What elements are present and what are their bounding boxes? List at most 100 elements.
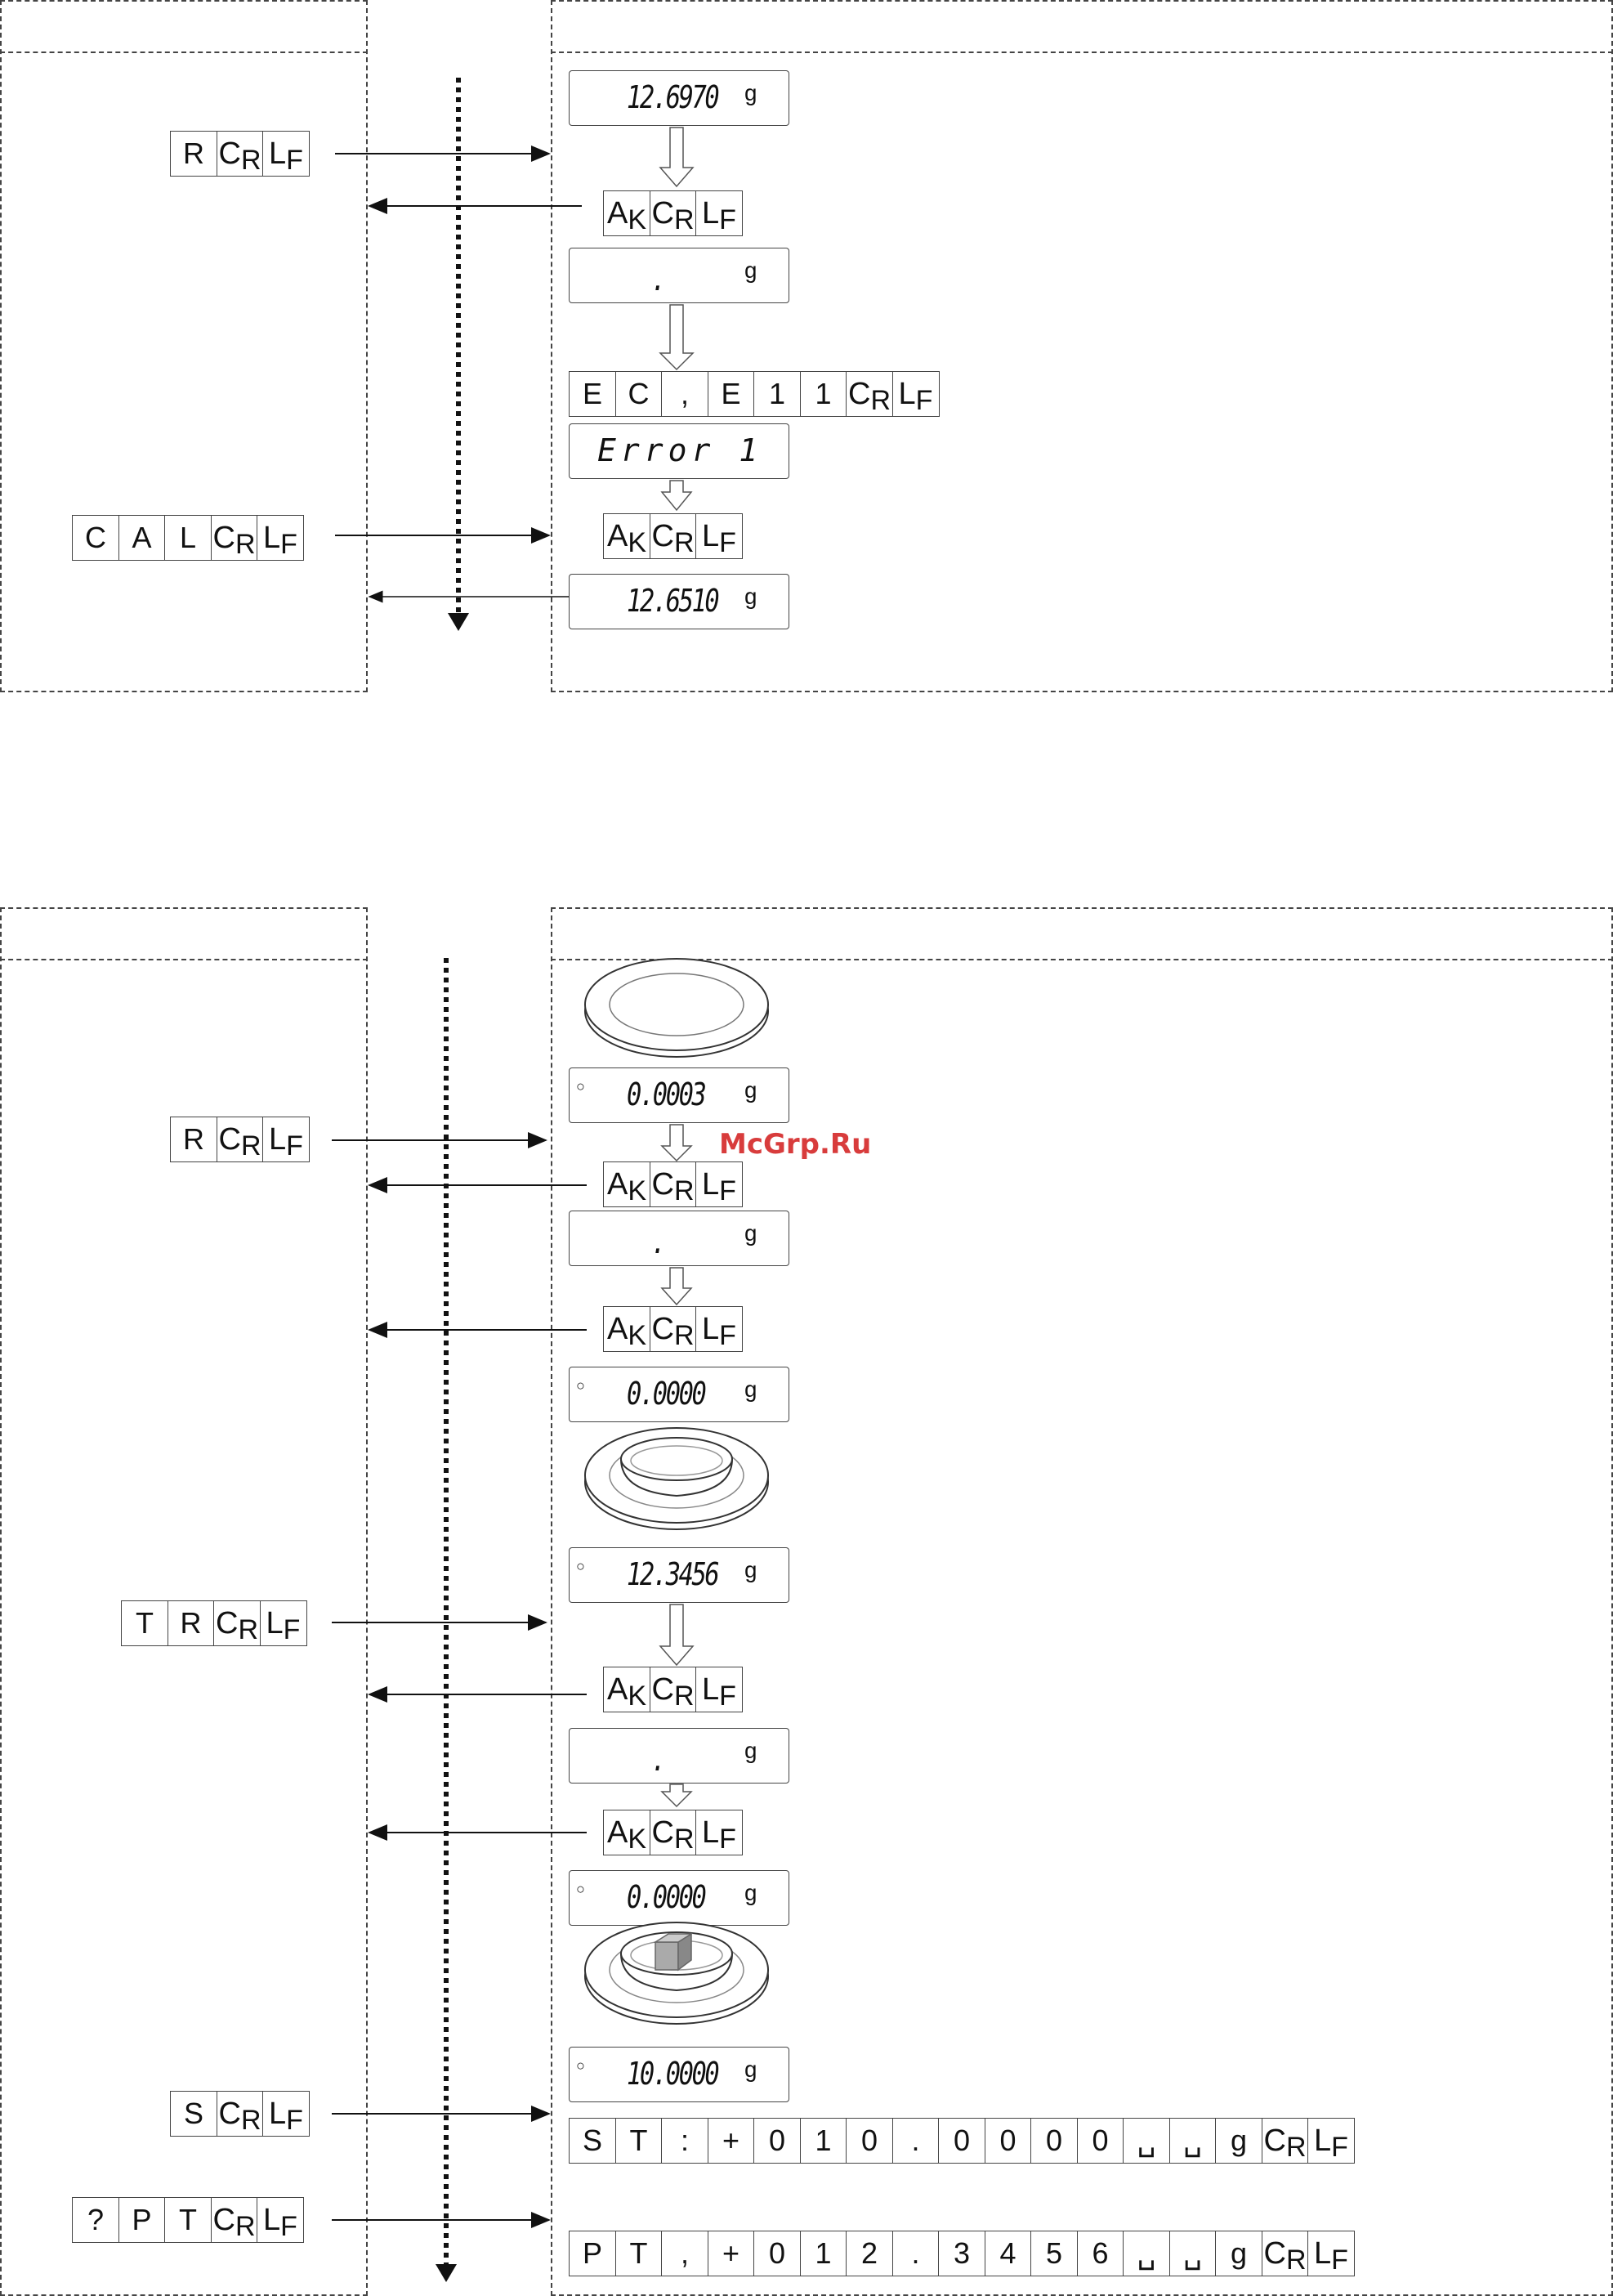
ascii-char: P (118, 2197, 166, 2243)
space-char: ␣ (1123, 2231, 1170, 2276)
display-reading: 0.0000 (627, 1879, 707, 1915)
stable-indicator-icon: ○ (576, 1881, 585, 1897)
stable-indicator-icon: ○ (576, 1377, 585, 1394)
balance-panel-2 (551, 907, 1613, 2296)
watermark: McGrp.Ru (719, 1128, 872, 1161)
ascii-char: 0 (1030, 2118, 1078, 2164)
display-busy-1: .g (569, 248, 789, 303)
host-panel-2 (0, 907, 368, 2296)
display-12-6510: 12.6510 g (569, 574, 789, 629)
ascii-char: g (1215, 2118, 1262, 2164)
ascii-char: g (1215, 2231, 1262, 2276)
display-reading: 10.0000 (627, 2056, 720, 2092)
ascii-char: 6 (1076, 2231, 1124, 2276)
display-unit: g (744, 1379, 757, 1404)
display-busy-2: .g (569, 1211, 789, 1266)
stable-indicator-icon: ○ (576, 1558, 585, 1574)
ascii-char: S (170, 2091, 217, 2137)
time-axis-1-head (448, 613, 469, 631)
display-reading: 12.6970 (627, 79, 720, 115)
display-0-0003: ○ 0.0003 g (569, 1067, 789, 1123)
ascii-char: 0 (1076, 2118, 1124, 2164)
time-axis-2-head (436, 2264, 457, 2282)
sample-cube-icon (653, 1932, 694, 1972)
ascii-char: 1 (753, 371, 801, 417)
ascii-char: 1 (799, 371, 847, 417)
display-reading: 0.0003 (627, 1076, 707, 1112)
ascii-char: + (707, 2118, 755, 2164)
ascii-char: 0 (846, 2118, 893, 2164)
weighing-pan-empty (584, 958, 769, 1058)
ascii-char: . (891, 2118, 940, 2164)
display-unit: g (744, 1882, 757, 1908)
ascii-char: E (707, 371, 755, 417)
ascii-char: R (170, 1117, 217, 1162)
balance-panel-1 (551, 0, 1613, 692)
ascii-char: E (569, 371, 616, 417)
space-char: ␣ (1123, 2118, 1170, 2164)
ascii-char: R (167, 1600, 215, 1646)
stable-indicator-icon: ○ (576, 1078, 585, 1094)
flow-arrows (659, 127, 695, 1808)
display-busy-3: .g (569, 1728, 789, 1784)
display-reading: . (651, 1224, 666, 1260)
display-unit: g (744, 1740, 757, 1766)
display-0-0000-b: ○ 0.0000 g (569, 1870, 789, 1926)
ascii-char: A (118, 515, 166, 561)
host-header-divider-1 (0, 51, 368, 53)
display-0-0000-a: ○ 0.0000 g (569, 1367, 789, 1422)
ascii-char: 5 (1030, 2231, 1078, 2276)
weighing-pan-with-container (584, 1427, 769, 1530)
ascii-char: 0 (938, 2118, 985, 2164)
balance-header-divider-2 (551, 959, 1613, 960)
display-error-1: Error 1 (569, 423, 789, 479)
ascii-char: C (72, 515, 119, 561)
display-unit: g (744, 260, 757, 285)
display-reading: Error 1 (597, 432, 763, 468)
display-unit: g (744, 1080, 757, 1105)
display-unit: g (744, 586, 757, 611)
ascii-char: 2 (846, 2231, 893, 2276)
display-reading: 12.6510 (627, 583, 720, 619)
display-reading: 12.3456 (627, 1556, 720, 1592)
display-reading: . (651, 1742, 666, 1778)
display-unit: g (744, 1223, 757, 1248)
ascii-char: L (164, 515, 212, 561)
display-reading: 0.0000 (627, 1376, 707, 1412)
